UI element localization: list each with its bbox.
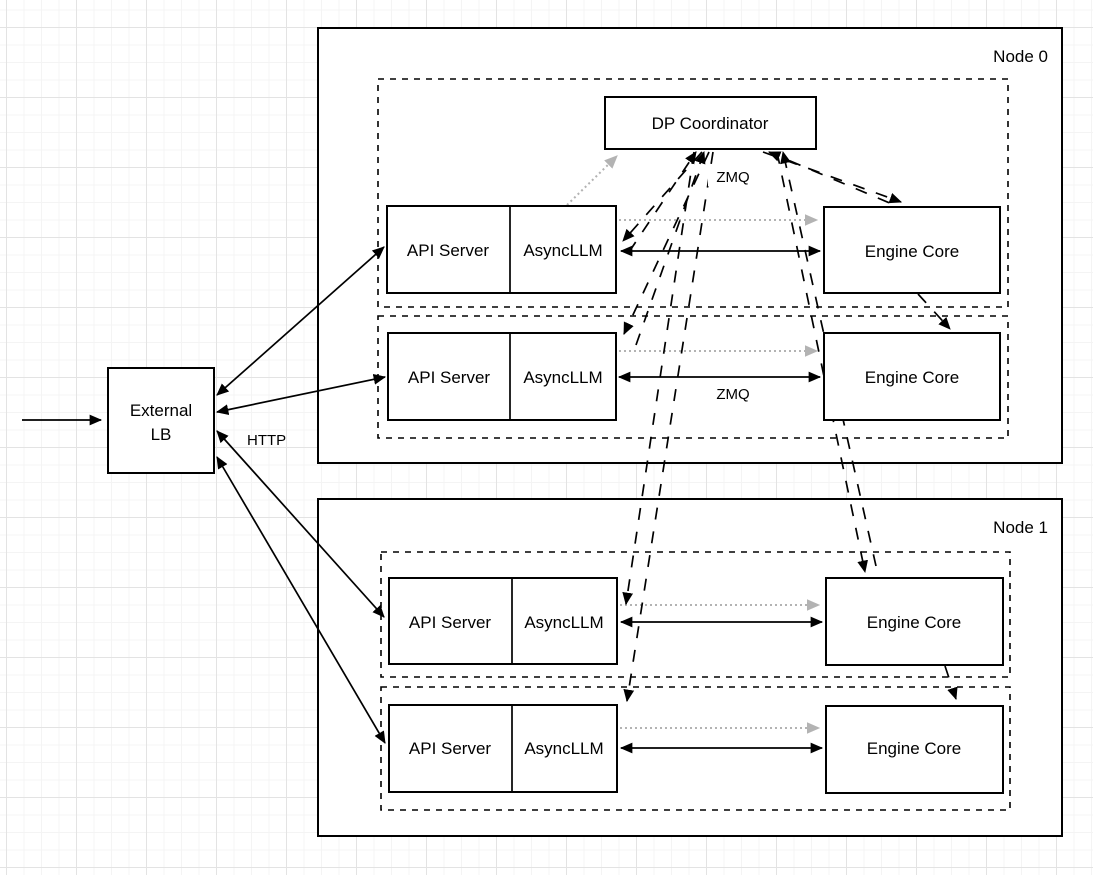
- engine-core-label-n0r1: Engine Core: [865, 242, 960, 261]
- zmq-row-label-mask: [708, 384, 758, 403]
- node1-replica2-container[interactable]: [380, 686, 1011, 811]
- lb-to-api-n0r2: [215, 374, 387, 415]
- node1-title: Node 1: [993, 518, 1048, 537]
- node0-title: Node 0: [993, 47, 1048, 66]
- engine-core-box-n0r1[interactable]: [823, 206, 1001, 294]
- asyncllm-label-n0r1: AsyncLLM: [523, 241, 602, 260]
- engine-n0r1-to-engine-n0r2: [917, 293, 951, 330]
- node0-replica1-container[interactable]: [377, 78, 1009, 308]
- gray-dotted-links: [566, 155, 821, 734]
- zmq-top-label-mask: [708, 167, 758, 186]
- zmq-label-coordinator: ZMQ: [716, 169, 749, 186]
- asyncllm-to-coordinator-dotted-link: [566, 155, 618, 206]
- api-server-label-n0r1: API Server: [407, 241, 490, 260]
- engine-core-label-n1r1: Engine Core: [867, 613, 962, 632]
- lb-to-api-n0r1: [216, 246, 385, 396]
- zmq-label-row: ZMQ: [716, 386, 749, 403]
- external-lb-box[interactable]: [107, 367, 215, 474]
- api-server-label-n0r2: API Server: [408, 368, 491, 387]
- api-async-box-n1r2[interactable]: [388, 704, 618, 793]
- api-async-box-n1r1[interactable]: [388, 577, 618, 665]
- engine-core-box-n1r1[interactable]: [825, 577, 1004, 666]
- api-server-label-n1r2: API Server: [409, 739, 492, 758]
- engine-n1r1-to-engine-n1r2: [944, 665, 958, 701]
- dp-coordinator-box[interactable]: [604, 96, 817, 150]
- external-lb-label-line1: External: [130, 401, 192, 420]
- solid-links: [22, 245, 824, 754]
- api-server-label-n1r1: API Server: [409, 613, 492, 632]
- asyncllm-label-n1r2: AsyncLLM: [524, 739, 603, 758]
- async-n0r1-to-coordinator: [628, 151, 697, 253]
- engine-core-box-n0r2[interactable]: [823, 332, 1001, 421]
- engine-core-box-n1r2[interactable]: [825, 705, 1004, 794]
- http-label: HTTP: [247, 432, 286, 449]
- coordinator-to-async-n1r2: [623, 151, 714, 703]
- api-async-box-n0r1[interactable]: [386, 205, 617, 294]
- api-async-box-n0r2[interactable]: [387, 332, 617, 421]
- coordinator-to-async-n1r1: [622, 151, 695, 606]
- engine-n0r1-to-coordinator: [768, 151, 912, 213]
- external-lb-label-line2: LB: [151, 425, 172, 444]
- asyncllm-label-n0r2: AsyncLLM: [523, 368, 602, 387]
- coordinator-to-async-n0r1: [622, 151, 703, 242]
- coordinator-to-async-n0r2: [623, 151, 710, 335]
- lb-to-api-n1r2: [216, 456, 386, 744]
- engine-core-label-n0r2: Engine Core: [865, 368, 960, 387]
- asyncllm-label-n1r1: AsyncLLM: [524, 613, 603, 632]
- engine-core-label-n1r2: Engine Core: [867, 739, 962, 758]
- dp-coordinator-label: DP Coordinator: [652, 114, 769, 133]
